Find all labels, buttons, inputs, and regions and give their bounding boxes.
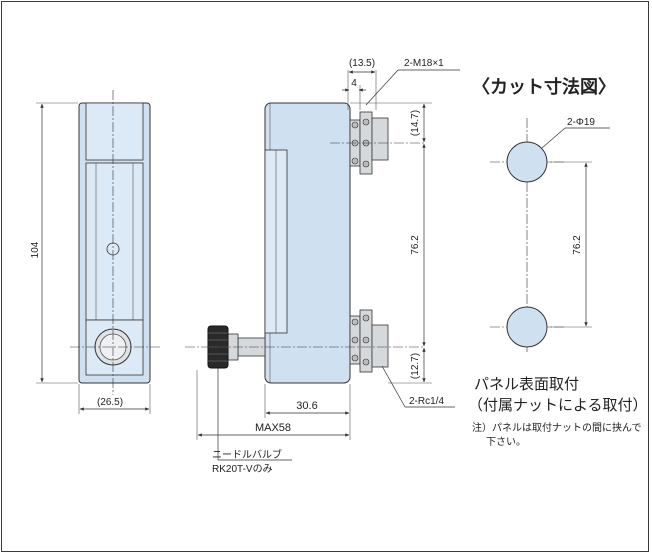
top-port [371,117,389,161]
cut-hole-top [506,141,548,183]
dim-30-6: 30.6 [296,400,317,412]
label-needle-model: RK20T-Vのみ [212,464,273,475]
dim-4: 4 [351,78,357,89]
label-phi19: 2-Φ19 [567,117,595,128]
label-m18: 2-M18×1 [404,58,444,69]
cut-view: 〈カット寸法図〉 76.2 2-Φ19 パネル表面取付 （付属ナットによる取付）… [468,76,648,448]
label-rc: 2-Rc1/4 [409,396,444,407]
dim-76-2-cut: 76.2 [572,235,583,255]
note-line2: （付属ナットによる取付） [468,397,648,414]
front-top-block [85,102,144,161]
front-tube-window [85,162,144,321]
dim-26-5: (26.5) [97,397,123,408]
dim-104: 104 [30,241,41,258]
side-view: (13.5) 4 2-M18×1 (14.7) 76.2 (12.7) 30.6… [185,58,460,475]
cut-title: 〈カット寸法図〉 [472,76,616,97]
note-line3: 注）パネルは取付ナットの間に挟んで [472,421,642,434]
dim-12-7: (12.7) [410,353,421,379]
front-view: 104 (26.5) [30,90,160,414]
dim-13-5: (13.5) [349,58,375,69]
cut-hole-bottom [506,306,548,348]
dim-14-7: (14.7) [410,110,421,136]
dim-max58: MAX58 [255,422,291,434]
note-line1: パネル表面取付 [474,376,579,393]
note-line4: 下さい。 [486,436,526,448]
dim-76-2-side: 76.2 [410,235,421,255]
label-needle: ニードルバルブ [212,448,282,461]
bottom-port [371,324,389,368]
